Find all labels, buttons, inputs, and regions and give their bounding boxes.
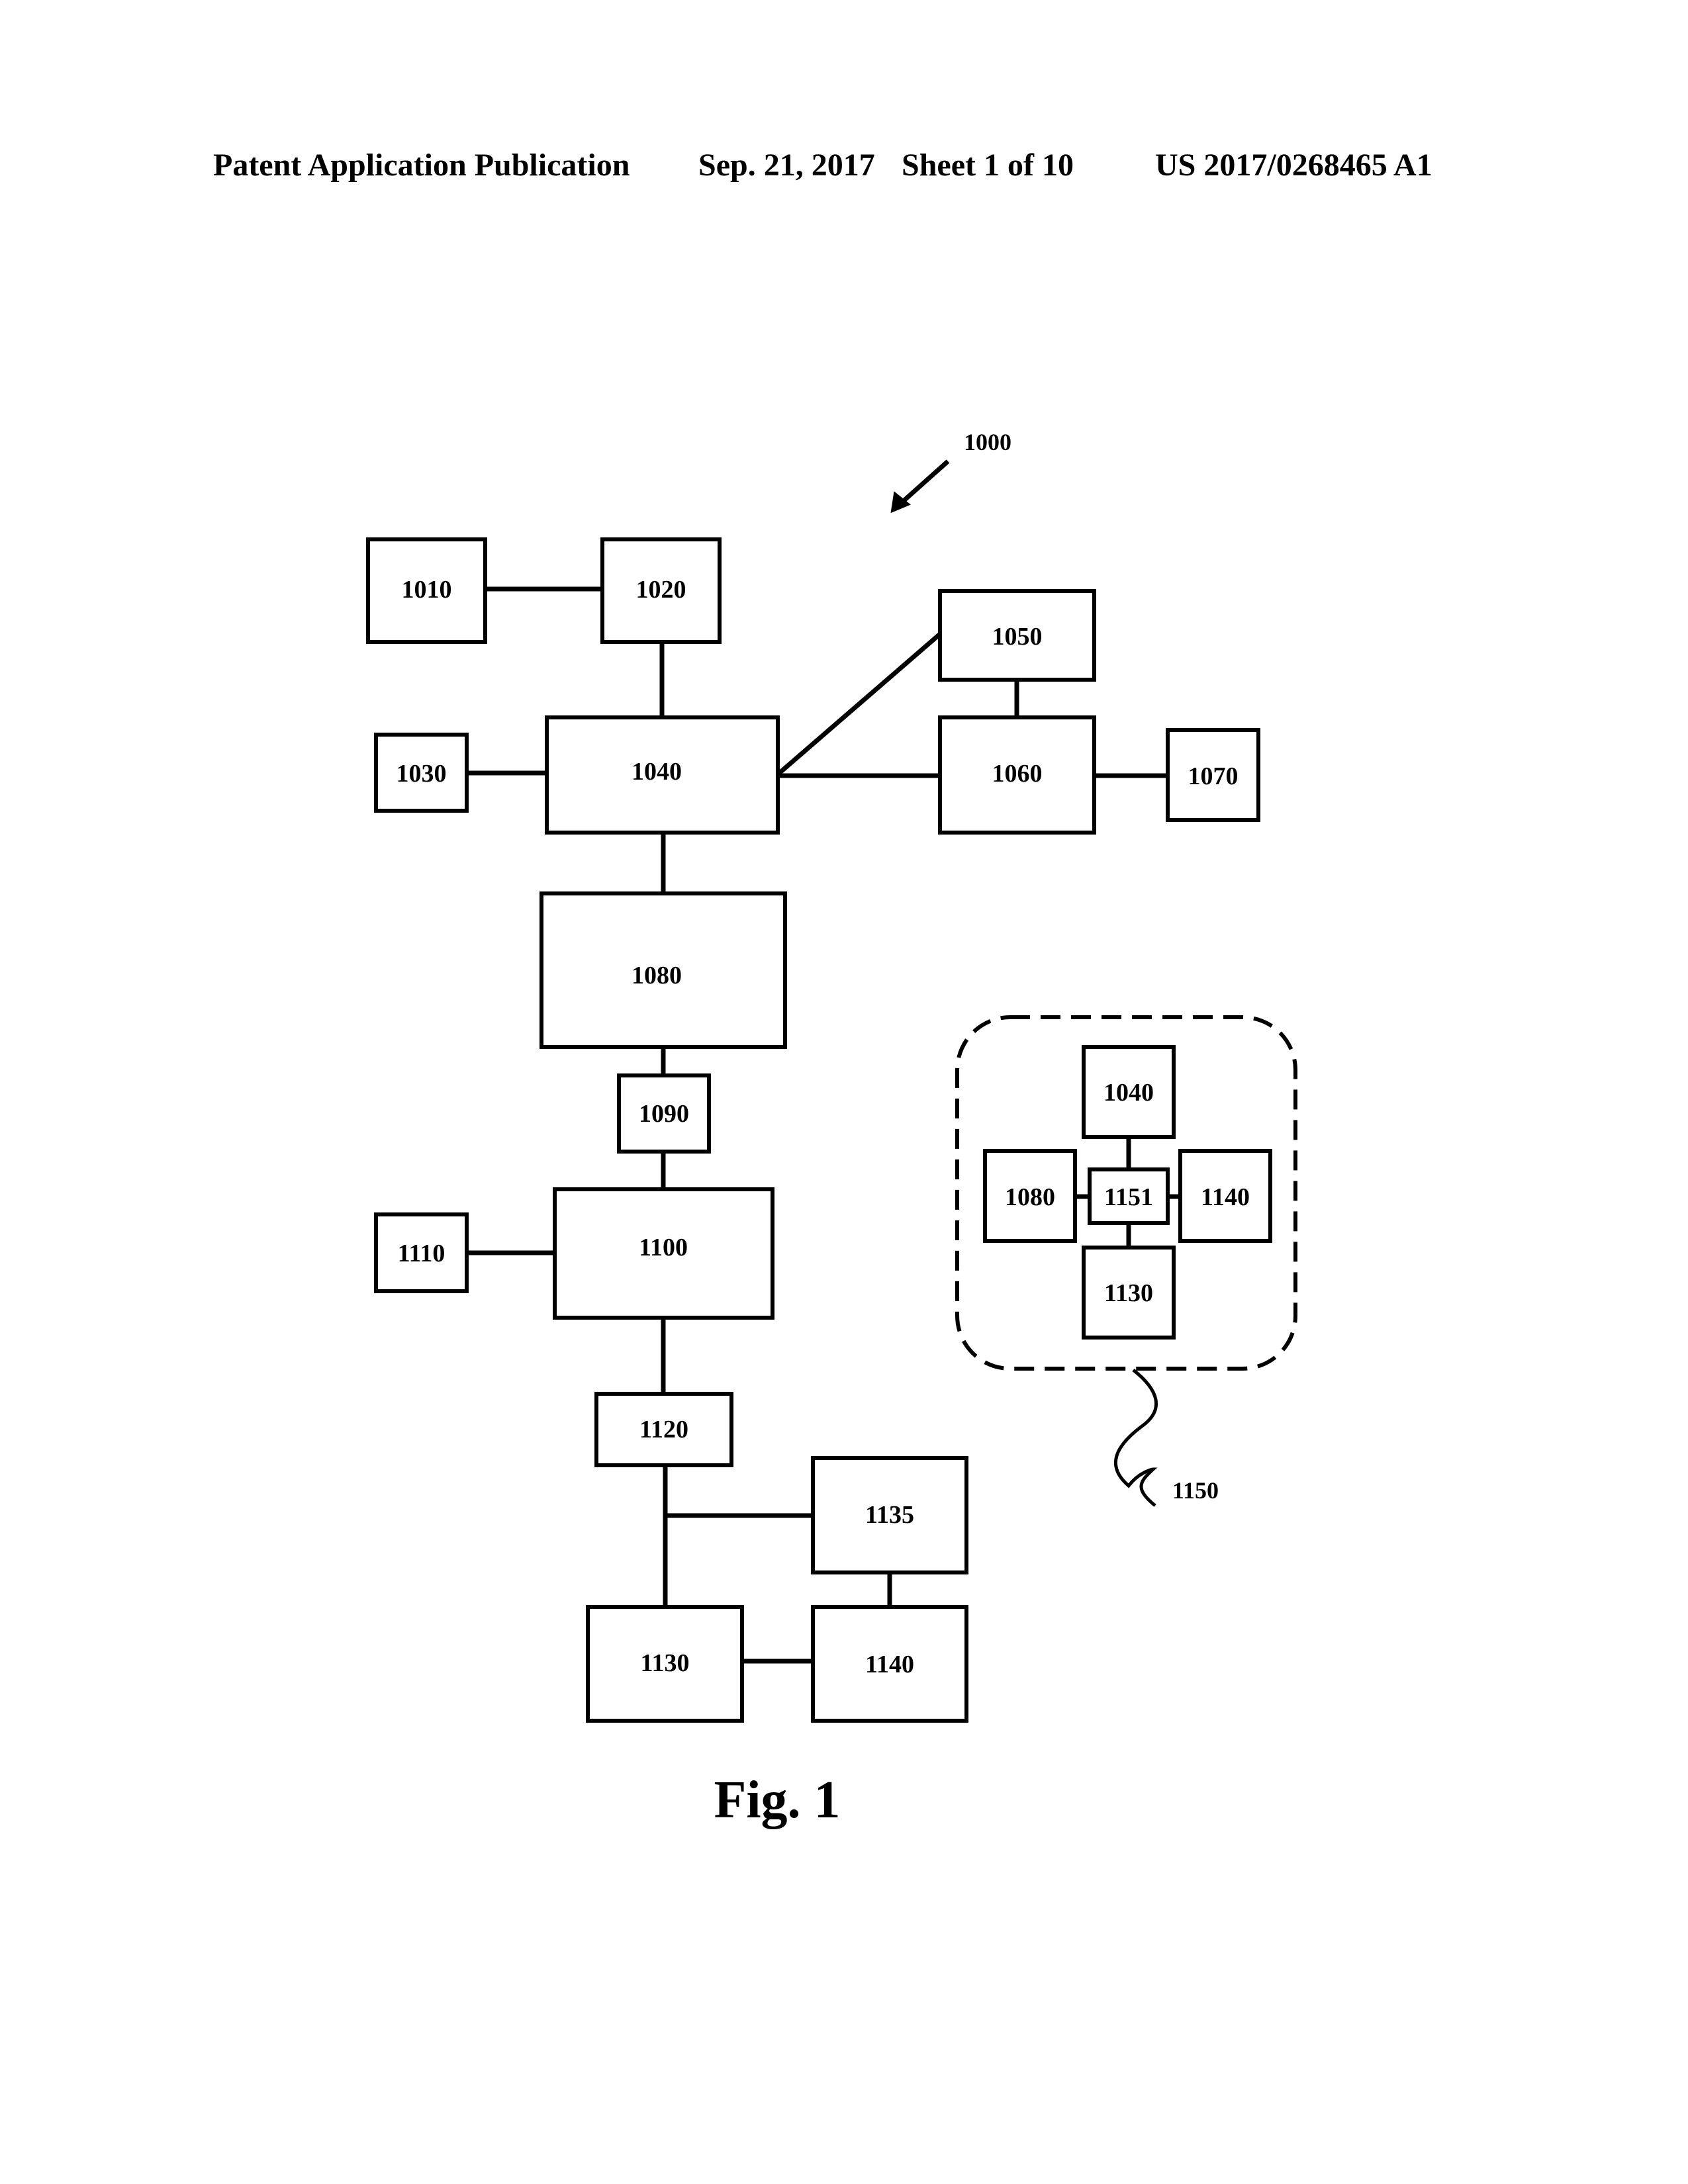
inset-box-1040-label: 1040 [1103,1079,1154,1107]
box-1140-label: 1140 [865,1651,914,1678]
box-1090-label: 1090 [639,1100,689,1128]
box-1080: 1080 [541,893,785,1047]
box-1110-label: 1110 [398,1240,445,1267]
box-1040: 1040 [547,717,778,833]
inset-box-1140-label: 1140 [1201,1183,1250,1211]
box-1070: 1070 [1168,730,1258,820]
box-1040-label: 1040 [632,758,682,786]
box-1060-label: 1060 [992,760,1043,788]
box-1100-label: 1100 [639,1234,688,1261]
box-1135: 1135 [813,1458,966,1572]
box-1050: 1050 [940,591,1094,680]
box-1100: 1100 [555,1189,773,1318]
box-1130-label: 1130 [641,1649,690,1677]
box-1130: 1130 [588,1607,742,1721]
inset-box-1140: 1140 [1180,1151,1270,1241]
box-1070-label: 1070 [1188,762,1239,790]
inset-reference-label-1150: 1150 [1172,1477,1219,1504]
inset-box-1080: 1080 [985,1151,1075,1241]
inset-box-1080-label: 1080 [1005,1183,1055,1211]
box-1135-label: 1135 [865,1501,914,1529]
inset-box-1040: 1040 [1084,1047,1174,1137]
box-1020: 1020 [602,539,720,642]
box-1030: 1030 [376,735,467,811]
box-1140: 1140 [813,1607,966,1721]
figure-caption: Fig. 1 [714,1771,840,1829]
inset-1150: 1040 1080 1151 1140 1130 1150 [957,1017,1295,1506]
box-1110: 1110 [376,1214,467,1291]
box-1010-label: 1010 [402,576,452,604]
box-1030-label: 1030 [397,760,447,788]
box-1060: 1060 [940,717,1094,833]
box-1050-label: 1050 [992,623,1043,651]
arrow-shaft [899,461,948,505]
box-1010: 1010 [368,539,485,642]
box-1120: 1120 [596,1394,731,1465]
inset-box-1151: 1151 [1090,1169,1168,1223]
box-1020-label: 1020 [636,576,686,604]
inset-box-1151-label: 1151 [1104,1183,1153,1211]
box-1080-label: 1080 [632,962,682,989]
box-1090: 1090 [619,1075,709,1152]
inset-leader-line [1115,1370,1156,1506]
box-1120-label: 1120 [639,1416,688,1443]
reference-arrow-1000: 1000 [892,429,1011,511]
inset-box-1130: 1130 [1084,1248,1174,1338]
inset-box-1130-label: 1130 [1104,1279,1153,1307]
edge-1040-1050 [778,634,940,774]
reference-label-1000: 1000 [964,429,1011,455]
